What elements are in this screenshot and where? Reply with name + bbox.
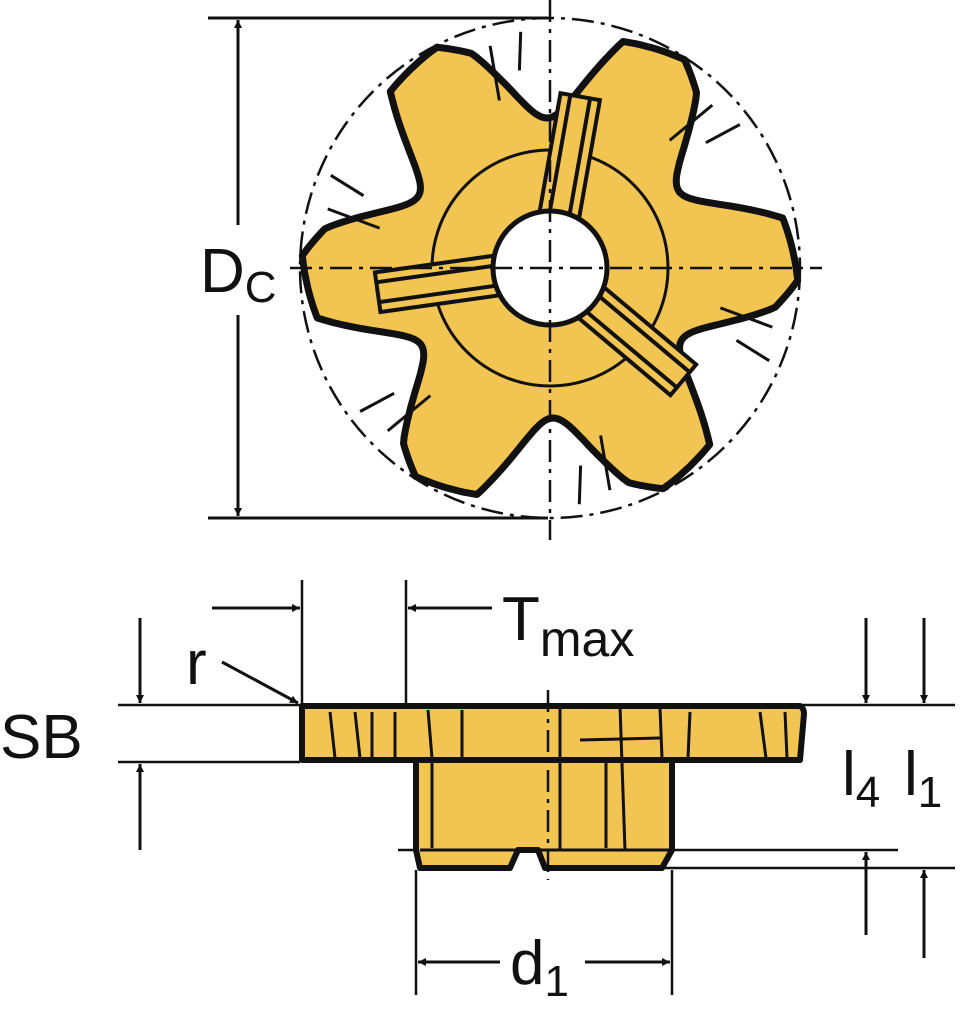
tmax-label: Tmax	[502, 585, 634, 667]
cutting-edge-stroke	[668, 103, 714, 142]
hub-body-profile	[413, 757, 675, 871]
cutting-edge-stroke	[330, 174, 365, 197]
cutting-edge-stroke	[386, 394, 432, 433]
radial-slots	[372, 90, 699, 398]
top-view: DC	[200, 0, 822, 540]
cutting-edge-stroke	[719, 306, 773, 329]
dc-label: DC	[200, 237, 277, 312]
sb-label: SB	[0, 703, 83, 772]
l4-label: l4	[842, 740, 880, 817]
cutting-edge-stroke	[488, 45, 501, 101]
cutting-edge-stroke	[705, 123, 741, 145]
cutting-edge-stroke	[735, 339, 770, 362]
cutting-edge-details	[327, 31, 773, 505]
cutting-edge-stroke	[577, 465, 583, 505]
l1-label: l1	[904, 740, 942, 817]
cutting-edge-stroke	[327, 207, 381, 230]
cutting-edge-stroke	[359, 391, 395, 413]
cutting-edge-stroke	[517, 31, 523, 71]
side-view: r Tmax SB l4 l1 d1	[0, 580, 955, 1006]
d1-label: d1	[510, 929, 569, 1006]
side-view-details	[328, 705, 789, 852]
cutting-disc-profile	[299, 703, 807, 763]
cutting-edge-stroke	[599, 435, 612, 491]
r-label: r	[186, 629, 207, 698]
r-leader	[221, 660, 299, 705]
